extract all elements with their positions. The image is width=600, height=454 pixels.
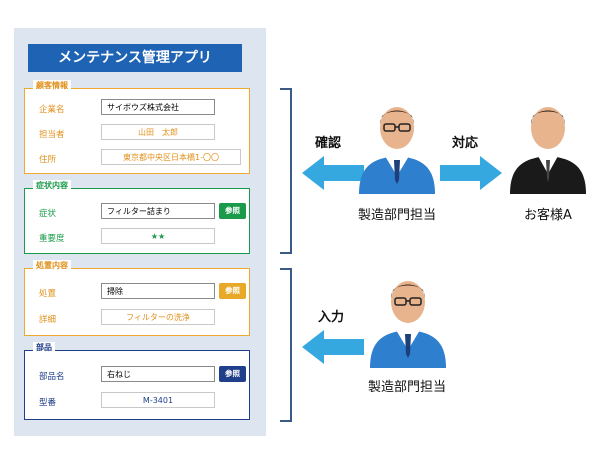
arrow-respond <box>440 156 502 190</box>
symptom-label: 症状 <box>39 209 57 219</box>
importance-field[interactable]: ★★ <box>101 228 215 244</box>
part-name-label: 部品名 <box>39 372 65 382</box>
detail-field[interactable]: フィルターの洗浄 <box>101 309 215 325</box>
symptom-section: 症状内容 症状 フィルター詰まり 参照 重要度 ★★ <box>24 180 250 254</box>
model-field[interactable]: M-3401 <box>101 392 215 408</box>
company-label: 企業名 <box>39 105 65 115</box>
parts-section: 部品 部品名 右ねじ 参照 型番 M-3401 <box>24 342 250 420</box>
part-name-field[interactable]: 右ねじ <box>101 366 215 382</box>
action-label: 処置 <box>39 289 57 299</box>
detail-label: 詳細 <box>39 315 57 325</box>
model-label: 型番 <box>39 398 57 408</box>
symptom-ref-button[interactable]: 参照 <box>219 203 246 219</box>
address-label: 住所 <box>39 155 57 165</box>
person-label: 担当者 <box>39 130 65 140</box>
symptom-field[interactable]: フィルター詰まり <box>101 203 215 219</box>
bracket-bottom <box>280 268 292 422</box>
address-field[interactable]: 東京都中央区日本橋1-〇〇 <box>101 149 241 165</box>
action-ref-button[interactable]: 参照 <box>219 283 246 299</box>
respond-label: 対応 <box>452 136 479 151</box>
treatment-section: 処置内容 処置 掃除 参照 詳細 フィルターの洗浄 <box>24 260 250 336</box>
treatment-section-title: 処置内容 <box>33 260 71 271</box>
staff-top-caption: 製造部門担当 <box>357 208 436 223</box>
staff-bottom-person-icon <box>370 281 446 368</box>
customer-section-title: 顧客情報 <box>33 80 71 91</box>
customer-person-icon <box>510 107 586 194</box>
staff-bottom-caption: 製造部門担当 <box>367 380 446 395</box>
app-title: メンテナンス管理アプリ <box>28 44 242 72</box>
part-ref-button[interactable]: 参照 <box>219 366 246 382</box>
person-field[interactable]: 山田 太郎 <box>101 124 215 140</box>
company-field[interactable]: サイボウズ株式会社 <box>101 99 215 115</box>
symptom-section-title: 症状内容 <box>33 180 71 191</box>
bracket-top <box>280 88 292 254</box>
input-label: 入力 <box>318 310 345 325</box>
arrow-input <box>302 330 364 364</box>
parts-section-title: 部品 <box>33 342 55 353</box>
customer-section: 顧客情報 企業名 サイボウズ株式会社 担当者 山田 太郎 住所 東京都中央区日本… <box>24 80 250 174</box>
importance-label: 重要度 <box>39 234 65 244</box>
action-field[interactable]: 掃除 <box>101 283 215 299</box>
staff-person-icon <box>359 107 435 194</box>
customer-caption: お客様A <box>524 208 572 223</box>
confirm-label: 確認 <box>315 136 342 151</box>
arrow-confirm <box>302 156 364 190</box>
app-window: メンテナンス管理アプリ 顧客情報 企業名 サイボウズ株式会社 担当者 山田 太郎… <box>14 28 266 436</box>
